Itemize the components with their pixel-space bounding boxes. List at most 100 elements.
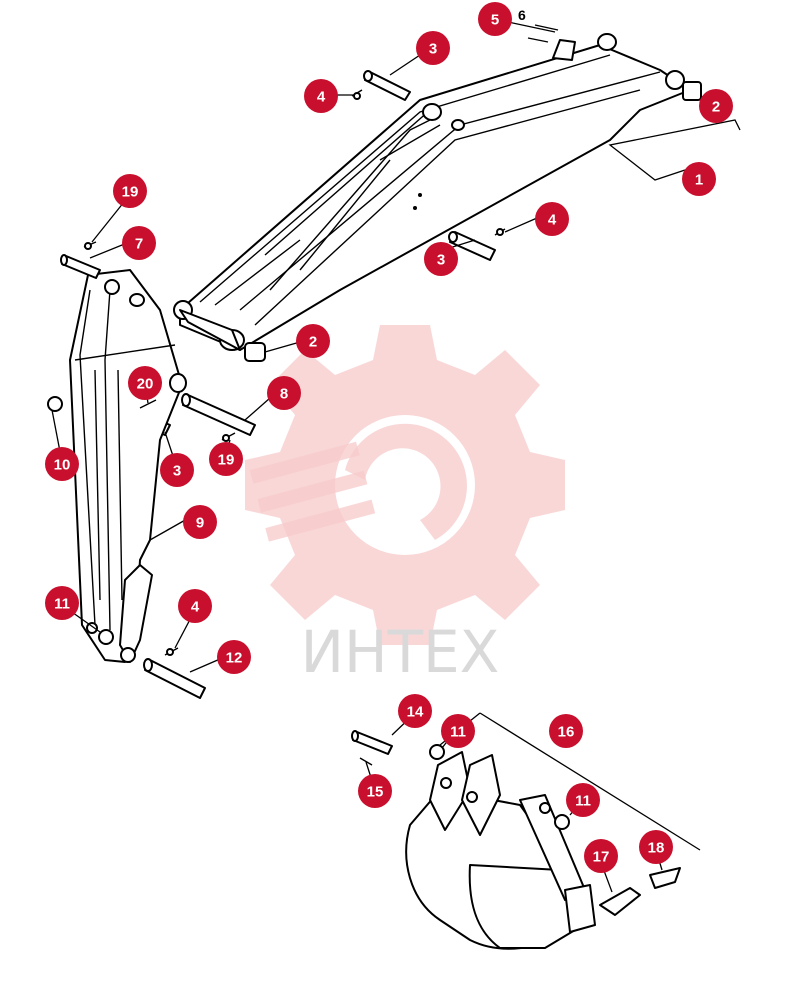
watermark-gear-logo bbox=[245, 325, 565, 645]
callout-label: 1 bbox=[695, 172, 703, 189]
callout-label: 19 bbox=[122, 184, 139, 201]
bolt-19-lower bbox=[221, 432, 236, 442]
callout-marker bbox=[304, 79, 338, 113]
callout-12: 12 bbox=[217, 640, 251, 674]
callout-marker bbox=[160, 453, 194, 487]
callout-2: 2 bbox=[699, 89, 733, 123]
callout-3: 3 bbox=[424, 242, 458, 276]
callout-marker bbox=[267, 376, 301, 410]
callout-label: 11 bbox=[575, 793, 591, 810]
callout-label: 4 bbox=[548, 212, 557, 229]
callout-marker bbox=[566, 783, 600, 817]
callout-label: 4 bbox=[317, 89, 326, 106]
callout-label: 14 bbox=[407, 704, 424, 721]
callout-marker bbox=[178, 589, 212, 623]
callout-label: 10 bbox=[54, 457, 71, 474]
callout-1: 1 bbox=[682, 162, 716, 196]
callout-label: 7 bbox=[135, 236, 143, 253]
callout-label: 20 bbox=[137, 376, 154, 393]
callout-label: 9 bbox=[196, 515, 204, 532]
tooth-17 bbox=[599, 887, 641, 916]
boom bbox=[173, 33, 691, 351]
callout-11: 11 bbox=[441, 714, 475, 748]
callout-20: 20 bbox=[128, 366, 162, 400]
bolt-mid bbox=[494, 228, 506, 236]
callout-marker bbox=[217, 640, 251, 674]
callout-9: 9 bbox=[183, 505, 217, 539]
callout-marker bbox=[113, 174, 147, 208]
callout-label: 3 bbox=[429, 41, 437, 58]
boom-hole bbox=[413, 206, 417, 210]
callout-label: 15 bbox=[367, 784, 384, 801]
callout-label: 2 bbox=[712, 99, 720, 116]
callout-marker bbox=[424, 242, 458, 276]
callout-3: 3 bbox=[160, 453, 194, 487]
callout-marker bbox=[296, 324, 330, 358]
bolt-4-lower bbox=[164, 647, 179, 656]
callout-label: 11 bbox=[450, 724, 466, 741]
inline-label-6: 6 bbox=[518, 7, 526, 23]
callout-label: 11 bbox=[54, 596, 70, 613]
callout-label: 16 bbox=[558, 724, 575, 741]
callout-5: 5 bbox=[478, 2, 512, 36]
callout-19: 19 bbox=[209, 442, 243, 476]
callout-3: 3 bbox=[416, 31, 450, 65]
callout-marker bbox=[639, 830, 673, 864]
watermark-text: ИНТЕХ bbox=[301, 618, 500, 686]
callout-8: 8 bbox=[267, 376, 301, 410]
pin-8 bbox=[181, 393, 256, 436]
bushing-11-right bbox=[554, 814, 570, 830]
callout-label: 3 bbox=[173, 463, 181, 480]
callout-marker bbox=[209, 442, 243, 476]
callout-marker bbox=[549, 714, 583, 748]
callout-marker bbox=[441, 714, 475, 748]
callout-marker bbox=[682, 162, 716, 196]
callout-15: 15 bbox=[358, 774, 392, 808]
callout-marker bbox=[535, 202, 569, 236]
callout-label: 19 bbox=[218, 452, 235, 469]
callout-marker bbox=[45, 447, 79, 481]
callout-label: 17 bbox=[593, 849, 610, 866]
bushing-top bbox=[682, 81, 702, 101]
callout-2: 2 bbox=[296, 324, 330, 358]
callout-19: 19 bbox=[113, 174, 147, 208]
callout-11: 11 bbox=[45, 586, 79, 620]
pin-top bbox=[363, 70, 411, 101]
tooth-adapter-18 bbox=[649, 867, 681, 889]
callout-marker bbox=[699, 89, 733, 123]
bolt-19-top bbox=[83, 241, 97, 250]
callout-label: 4 bbox=[191, 599, 200, 616]
bushing-11-mid bbox=[429, 744, 445, 760]
callout-11: 11 bbox=[566, 783, 600, 817]
callout-marker bbox=[122, 226, 156, 260]
callout-label: 2 bbox=[309, 334, 317, 351]
callout-marker bbox=[478, 2, 512, 36]
callout-4: 4 bbox=[304, 79, 338, 113]
callout-label: 18 bbox=[648, 840, 665, 857]
callout-marker bbox=[45, 586, 79, 620]
boom-hole bbox=[418, 193, 422, 197]
callout-label: 3 bbox=[437, 252, 445, 269]
pin-small-5: 6 bbox=[518, 7, 559, 43]
pin-7 bbox=[60, 254, 101, 279]
pin-14 bbox=[351, 730, 393, 755]
callout-4: 4 bbox=[535, 202, 569, 236]
pin-12 bbox=[143, 658, 206, 699]
callout-marker bbox=[416, 31, 450, 65]
bolt-20 bbox=[139, 399, 157, 409]
callout-14: 14 bbox=[398, 694, 432, 728]
callout-marker bbox=[358, 774, 392, 808]
callout-marker bbox=[398, 694, 432, 728]
callout-marker bbox=[183, 505, 217, 539]
callout-marker bbox=[584, 839, 618, 873]
pin-mid bbox=[448, 231, 496, 261]
callout-16: 16 bbox=[549, 714, 583, 748]
callout-4: 4 bbox=[178, 589, 212, 623]
callout-label: 12 bbox=[226, 650, 243, 667]
callout-17: 17 bbox=[584, 839, 618, 873]
callout-10: 10 bbox=[45, 447, 79, 481]
bushing-10 bbox=[47, 396, 63, 412]
bushing-11-left bbox=[98, 629, 114, 645]
